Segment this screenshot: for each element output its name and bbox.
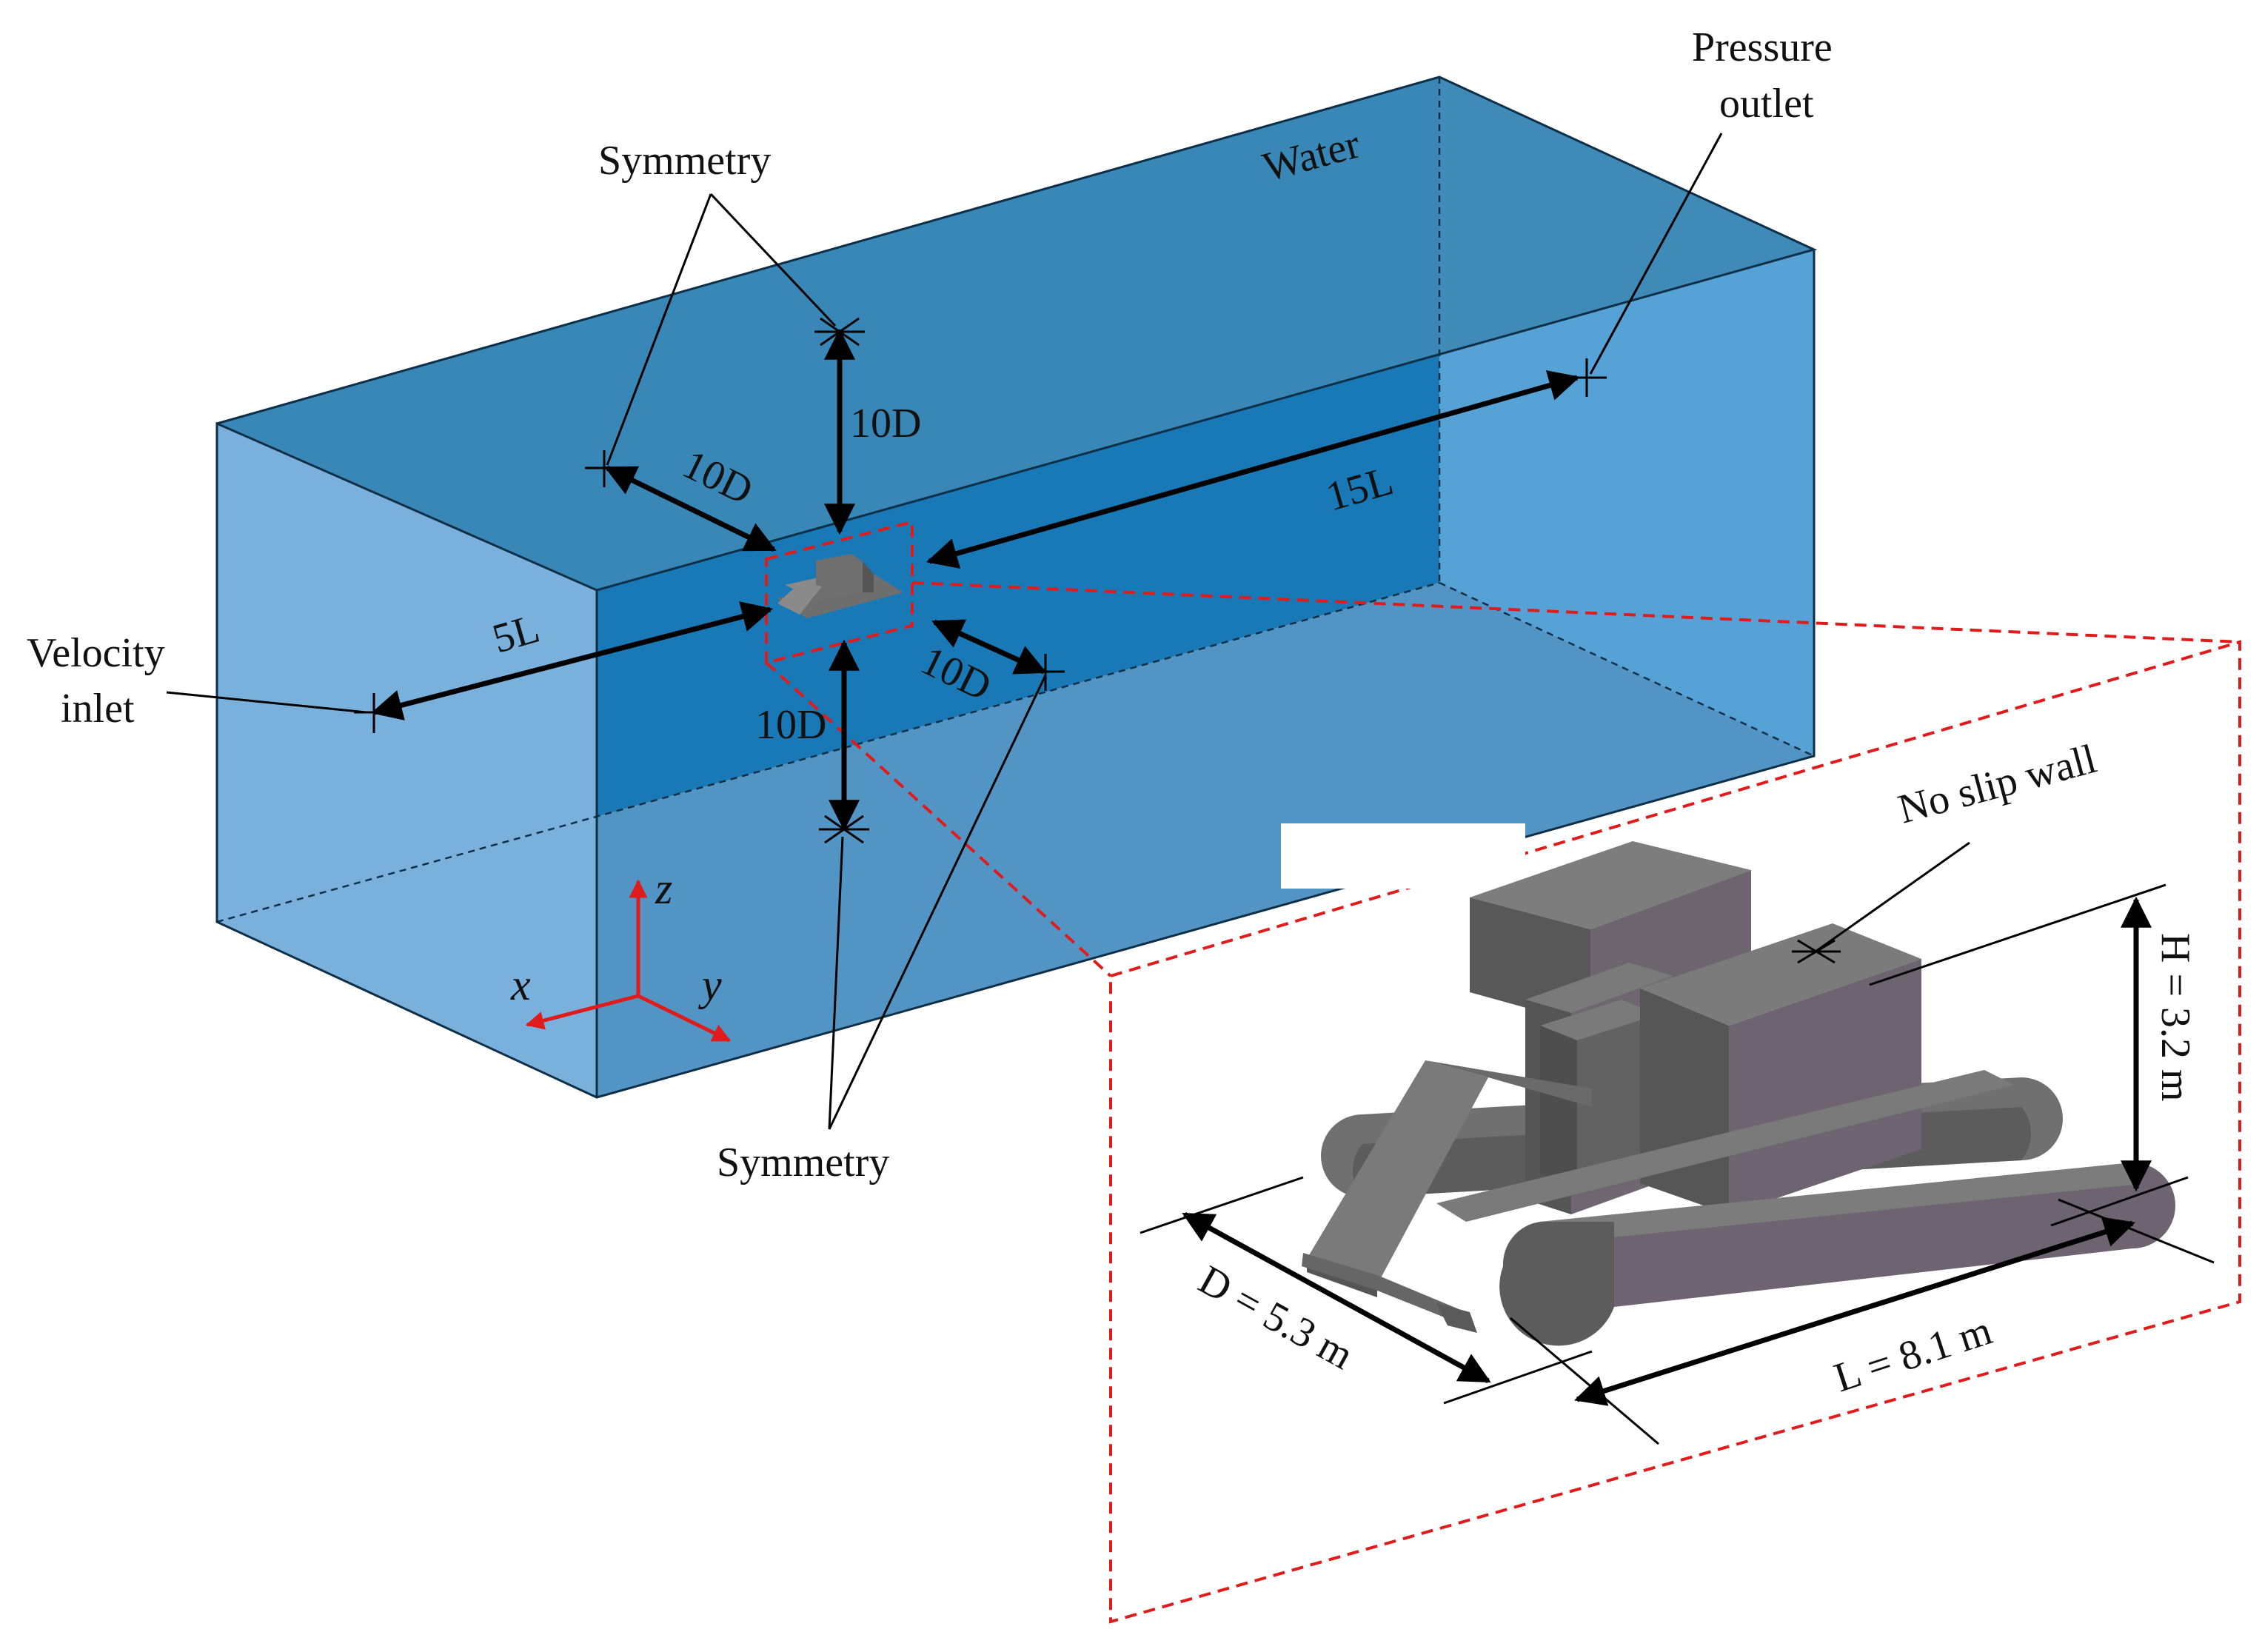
coordinate-axes: z x y <box>510 864 732 1043</box>
vehicle-side-block <box>1540 1000 1659 1185</box>
domain-left-face <box>217 424 597 1097</box>
vehicle-deck <box>1436 1070 2014 1222</box>
domain-dimensions <box>354 317 1607 844</box>
axis-x-label: x <box>510 960 531 1009</box>
dim-10d-side-arrow <box>604 465 777 552</box>
dim-10d-bottom-label: 10D <box>755 702 826 748</box>
vehicle-detail: H = 3.2 m D = 5.3 m L = 8.1 m No slip wa… <box>1140 736 2215 1445</box>
axis-y-label: y <box>697 960 722 1009</box>
axis-z-label: z <box>655 864 672 913</box>
dim-10d-front-arrow <box>931 619 1047 675</box>
dim-15l-arrow <box>926 370 1581 569</box>
detail-callout-frame <box>765 520 2241 1624</box>
dim-d-arrow <box>1182 1211 1491 1384</box>
dim-l-arrow <box>1573 1217 2136 1406</box>
pressure-outlet-label-line1: Pressure <box>1692 24 1833 70</box>
velocity-inlet-label-line2: inlet <box>61 686 135 732</box>
domain-top-face <box>217 77 1814 590</box>
dim-h-label: H = 3.2 m <box>2152 933 2198 1102</box>
symmetry-bottom-label: Symmetry <box>717 1140 889 1186</box>
dim-l-label: L = 8.1 m <box>1829 1308 1998 1402</box>
dim-10d-top-label: 10D <box>850 401 921 447</box>
vehicle-miniature <box>777 554 903 618</box>
pressure-outlet-label-line2: outlet <box>1719 81 1814 127</box>
symmetry-top-label: Symmetry <box>598 138 771 184</box>
velocity-inlet-label-line1: Velocity <box>27 630 165 676</box>
no-slip-wall-label: No slip wall <box>1893 736 2101 833</box>
dim-5l-arrow <box>370 601 774 720</box>
label-leaders <box>166 133 1723 1130</box>
